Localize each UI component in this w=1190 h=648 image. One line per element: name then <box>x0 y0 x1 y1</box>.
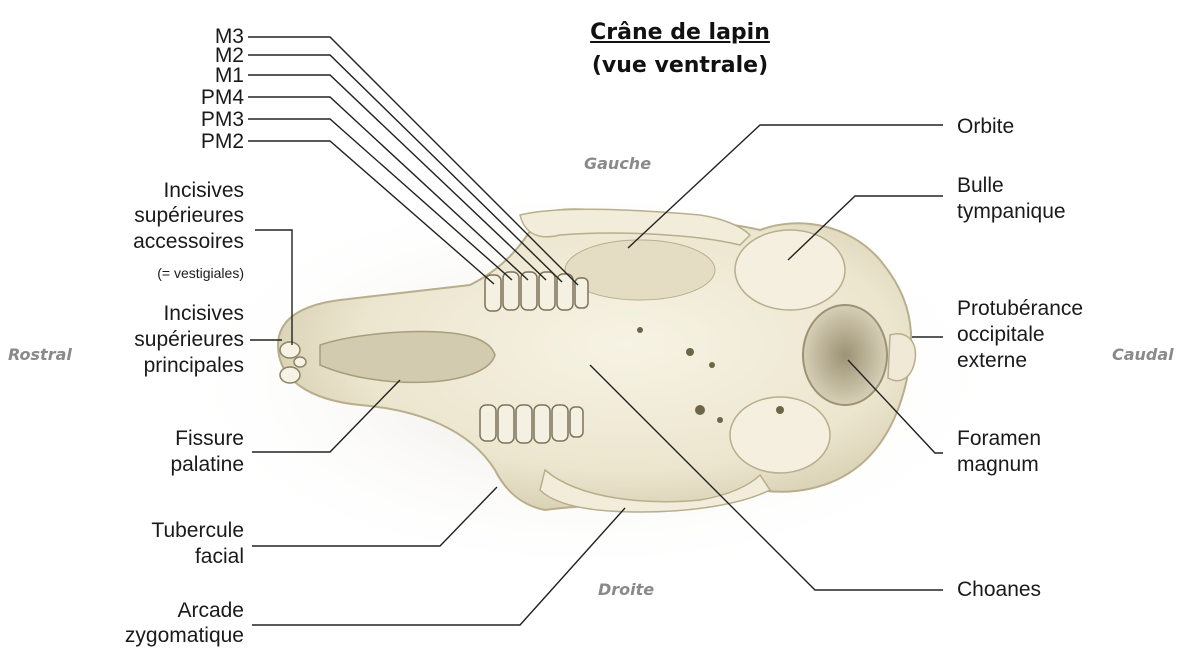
label-arcade-2: zygomatique <box>60 625 244 647</box>
label-incisives-accessoires-1: Incisives <box>60 180 244 202</box>
label-incisives-principales-2: supérieures <box>60 329 244 351</box>
label-foramen-1: Foramen <box>957 428 1041 450</box>
label-incisives-accessoires-4: (= vestigiales) <box>60 262 244 284</box>
label-orbite: Orbite <box>957 116 1014 138</box>
label-choanes: Choanes <box>957 579 1041 601</box>
lower-tooth-row <box>480 405 583 443</box>
label-fissure-1: Fissure <box>60 428 244 450</box>
label-protuberance-1: Protubérance <box>957 298 1083 320</box>
orientation-gauche: Gauche <box>584 154 651 173</box>
diagram-title: Crâne de lapin (vue ventrale) <box>560 20 800 78</box>
label-tubercule-2: facial <box>60 546 244 568</box>
label-foramen-2: magnum <box>957 454 1039 476</box>
title-line-2: (vue ventrale) <box>560 53 800 78</box>
label-bulle-1: Bulle <box>957 175 1004 197</box>
foramen-magnum <box>803 305 887 405</box>
label-incisives-principales-1: Incisives <box>60 303 244 325</box>
label-arcade-1: Arcade <box>60 600 244 622</box>
upper-tooth-row <box>485 272 588 311</box>
palatine-fissure <box>320 332 495 383</box>
orientation-droite: Droite <box>598 580 654 599</box>
title-line-1: Crâne de lapin <box>590 20 770 45</box>
label-incisives-accessoires-3: accessoires <box>60 231 244 253</box>
label-protuberance-2: occipitale <box>957 324 1045 346</box>
label-fissure-2: palatine <box>60 454 244 476</box>
tympanic-bulla <box>735 230 845 310</box>
orientation-caudal: Caudal <box>1112 345 1174 364</box>
label-pm4: PM4 <box>180 87 244 109</box>
label-pm3: PM3 <box>180 109 244 131</box>
label-m1: M1 <box>180 65 244 87</box>
label-incisives-accessoires-2: supérieures <box>60 205 244 227</box>
label-bulle-2: tympanique <box>957 201 1066 223</box>
label-pm2: PM2 <box>180 131 244 153</box>
label-protuberance-3: externe <box>957 350 1027 372</box>
label-incisives-principales-3: principales <box>60 355 244 377</box>
label-tubercule-1: Tubercule <box>60 520 244 542</box>
